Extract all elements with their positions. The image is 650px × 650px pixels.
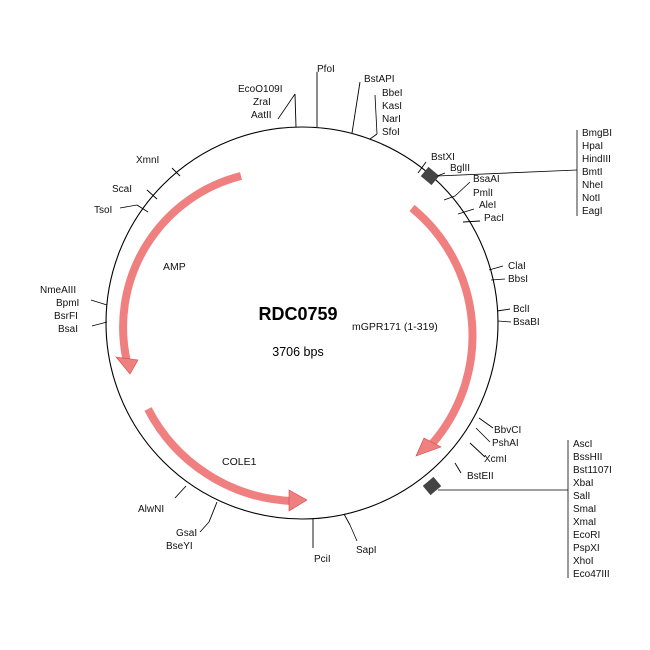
site-label-clai: ClaI	[508, 261, 526, 272]
mcs1-site-bmti: BmtI	[582, 167, 603, 178]
feature-label-amp: AMP	[163, 261, 186, 273]
site-label-bstxi: BstXI	[431, 152, 455, 163]
site-lead-bbsi	[490, 278, 506, 281]
site-label-bsaai: BsaAI	[473, 174, 500, 185]
site-label-bstapi: BstAPI	[364, 74, 395, 85]
mcs1-connector	[436, 169, 578, 177]
mcs2-site-smai: SmaI	[573, 504, 596, 515]
mcs2-site-xbai: XbaI	[573, 478, 594, 489]
mcs1-site-noti: NotI	[582, 193, 600, 204]
site-tick-xmni	[171, 167, 181, 177]
mcs2-site-eco47iii: Eco47III	[573, 569, 610, 580]
site-label-nari: NarI	[382, 114, 401, 125]
site-tick-paci	[462, 220, 481, 223]
mcs1-site-bmgbi: BmgBI	[582, 128, 612, 139]
mcs2-site-sali: SalI	[573, 491, 590, 502]
site-lead-narl	[374, 94, 378, 135]
site-label-bseyi: BseYI	[166, 541, 193, 552]
site-lead-bsaai	[454, 181, 471, 197]
site-label-zrai: ZraI	[253, 97, 271, 108]
site-tick-pmli	[443, 195, 456, 201]
site-tick-bcli	[496, 308, 511, 312]
mcs2-site-asci: AscI	[573, 439, 592, 450]
site-tick-alei	[457, 208, 475, 215]
mcs1-site-hpai: HpaI	[582, 141, 603, 152]
site-lead-pshai	[475, 427, 491, 443]
feature-arrow-mgpr171	[409, 204, 477, 447]
site-tick-xcmi	[469, 442, 486, 458]
plasmid-backbone	[105, 126, 499, 520]
site-label-ecoo109i: EcoO109I	[238, 84, 282, 95]
mcs2-site-pspxi: PspXI	[573, 543, 600, 554]
site-label-bsabi: BsaBI	[513, 317, 540, 328]
site-label-sfoi: SfoI	[382, 127, 400, 138]
site-tick-gsai	[208, 501, 218, 523]
site-label-bcli: BclI	[513, 304, 530, 315]
site-label-nmeaiii: NmeAIII	[40, 285, 76, 296]
site-label-bsteii: BstEII	[467, 471, 494, 482]
feature-arrow-cole1	[144, 407, 293, 505]
site-tick-bstapi	[351, 81, 361, 134]
site-lead-gsai	[199, 521, 210, 533]
site-label-gsai: GsaI	[176, 528, 197, 539]
site-label-paci: PacI	[484, 213, 504, 224]
mcs1-site-nhei: NheI	[582, 180, 603, 191]
mcs1-site-hindiii: HindIII	[582, 154, 611, 165]
site-label-xcmi: XcmI	[484, 454, 507, 465]
site-label-scai: ScaI	[112, 184, 132, 195]
mcs2-site-xhoi: XhoI	[573, 556, 594, 567]
site-lead-sapi	[349, 524, 358, 542]
plasmid-size: 3706 bps	[272, 345, 323, 359]
site-label-pfoi: PfoI	[317, 64, 335, 75]
site-label-alei: AleI	[479, 200, 496, 211]
site-label-bglii: BglII	[450, 163, 470, 174]
site-label-aatii: AatII	[251, 110, 272, 121]
site-label-xmni: XmnI	[136, 155, 159, 166]
site-label-alwni: AlwNI	[138, 504, 164, 515]
site-tick-aatii	[294, 93, 297, 128]
site-tick-sapi	[343, 513, 351, 526]
mcs2-site-bst1107i: Bst1107I	[573, 465, 612, 476]
site-label-bbsi: BbsI	[508, 274, 528, 285]
site-label-bbvci: BbvCI	[494, 425, 521, 436]
mcs2-site-ecori: EcoRI	[573, 530, 600, 541]
site-label-pshai: PshAI	[492, 438, 519, 449]
site-tick-bsteii	[454, 462, 462, 474]
feature-label-cole1: COLE1	[222, 456, 257, 468]
site-tick-scai	[146, 189, 158, 200]
feature-label-mgpr171: mGPR171 (1-319)	[352, 321, 438, 333]
feature-arrow-amp-head	[115, 356, 139, 375]
mcs2-marker	[422, 476, 442, 496]
feature-arrow-amp	[119, 172, 242, 363]
mcs1-site-eagi: EagI	[582, 206, 603, 217]
feature-arrow-cole1-head	[288, 489, 308, 512]
site-tick-tsoi	[136, 204, 149, 213]
site-tick-alwni	[174, 485, 187, 499]
site-label-pmli: PmlI	[473, 188, 493, 199]
site-lead-bsabi	[497, 320, 512, 323]
site-label-tsoi: TsoI	[94, 205, 112, 216]
site-tick-bstxi	[417, 161, 427, 174]
site-lead-bsai	[91, 321, 108, 327]
site-label-bsrfi: BsrFI	[54, 311, 78, 322]
site-lead-tsoi	[119, 204, 138, 209]
site-label-kasi: KasI	[382, 101, 402, 112]
plasmid-name: RDC0759	[258, 304, 337, 324]
site-tick-narl	[369, 133, 378, 140]
site-label-sapi: SapI	[356, 545, 377, 556]
site-label-pcii: PciI	[314, 554, 331, 565]
site-tick-clai	[488, 265, 504, 271]
site-label-bsai: BsaI	[58, 324, 78, 335]
site-label-bbei: BbeI	[382, 88, 403, 99]
feature-arrow-mgpr171-head	[415, 437, 442, 457]
site-tick-bpmi	[90, 299, 108, 306]
mcs1-marker	[420, 166, 440, 186]
site-tick-bbvci	[478, 417, 494, 429]
site-lead-aatii	[277, 93, 296, 120]
mcs2-site-xmai: XmaI	[573, 517, 596, 528]
mcs2-site-bsshii: BssHII	[573, 452, 602, 463]
site-label-bpmi: BpmI	[56, 298, 79, 309]
